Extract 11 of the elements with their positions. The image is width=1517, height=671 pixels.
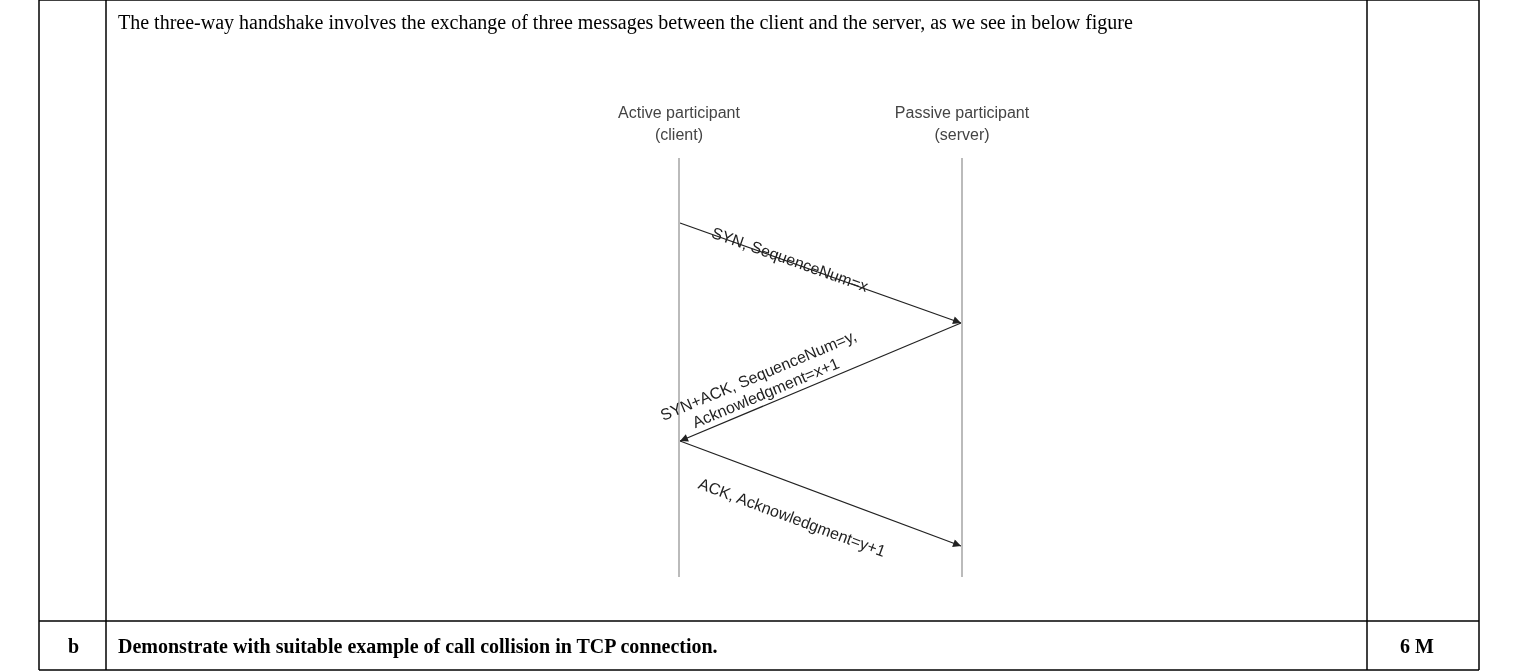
row-letter: b	[68, 634, 81, 659]
marks-text: 6 M	[1400, 634, 1435, 659]
arrow	[679, 222, 962, 325]
participant-label: Active participant (client)	[617, 103, 741, 145]
arrow	[679, 322, 962, 442]
description-text: The three-way handshake involves the exchange of three messages between the client and the server, as we see in below figure	[118, 10, 1134, 36]
lifeline	[678, 158, 680, 577]
lifeline	[961, 158, 963, 577]
participant-label: Passive participant (server)	[893, 103, 1031, 145]
arrow	[679, 440, 962, 547]
question-text: Demonstrate with suitable example of call collision in TCP connection.	[118, 634, 719, 660]
